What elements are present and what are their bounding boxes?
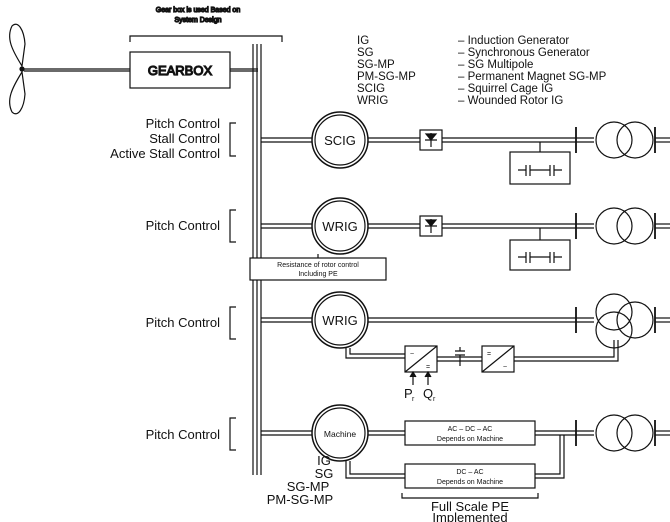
legend-desc-wrig: – Wounded Rotor IG	[458, 95, 563, 107]
machine-type-pm-sg-mp: PM-SG-MP	[267, 492, 333, 507]
row2-bracket	[229, 209, 236, 243]
row4-generator-label: Machine	[324, 429, 356, 439]
row2-transformer-b	[616, 207, 654, 245]
svg-text:=: =	[487, 351, 491, 358]
legend-desc-pm-sg-mp: – Permanent Magnet SG-MP	[458, 71, 607, 83]
gearbox-box	[129, 51, 231, 89]
legend-abbr-wrig: WRIG	[357, 95, 388, 107]
legend-abbr-scig: SCIG	[357, 83, 385, 95]
row2-generator-label: WRIG	[322, 219, 357, 234]
wrig-generator-1	[311, 197, 369, 255]
gearbox-note-line1: Gear box is used Based on	[156, 7, 241, 14]
legend-abbr-sg-mp: SG-MP	[357, 59, 395, 71]
legend-abbr-sg: SG	[357, 47, 374, 59]
full-scale-bracket	[401, 493, 539, 499]
legend-abbr-ig: IG	[357, 35, 369, 47]
row3-pr-sub: r	[412, 396, 415, 403]
row-full-scale: Pitch Control Machine AC – DC – AC Depen…	[146, 404, 670, 522]
row4-box2-line2: Depends on Machine	[437, 479, 503, 486]
gearbox-note-line2: System Design	[174, 17, 221, 24]
row1-control-3: Active Stall Control	[110, 146, 220, 161]
row2-note-line2: Including PE	[298, 271, 338, 278]
gearbox-note-bracket	[129, 35, 283, 42]
svg-text:=: =	[426, 364, 430, 371]
row2-transformer-a	[595, 207, 633, 245]
wrig-generator-2	[311, 291, 369, 349]
svg-text:~: ~	[503, 364, 507, 371]
row4-box2-line1: DC – AC	[456, 469, 483, 476]
row3-transformer-c	[595, 311, 633, 349]
footer-line1: Full Scale PE	[431, 499, 509, 514]
row1-control-1: Pitch Control	[146, 116, 221, 131]
machine-type-ig: IG	[317, 453, 331, 468]
gearbox-label: GEARBOX	[148, 63, 213, 78]
row2-capacitor-bank	[509, 239, 571, 271]
machine-generator	[311, 404, 369, 462]
row-scig: Pitch Control Stall Control Active Stall…	[110, 111, 670, 185]
dc-link-capacitor	[455, 347, 465, 366]
row3-pr-label: P	[404, 386, 413, 401]
svg-text:~: ~	[410, 351, 414, 358]
row1-bracket	[229, 122, 236, 157]
legend-abbr-pm-sg-mp: PM-SG-MP	[357, 71, 416, 83]
wind-rotor-blades	[9, 23, 26, 115]
row3-generator-label: WRIG	[322, 313, 357, 328]
dc-ac-converter	[404, 463, 536, 489]
row1-transformer-a	[595, 121, 633, 159]
legend: IG – Induction Generator SG – Synchronou…	[357, 35, 607, 107]
scig-generator	[311, 111, 369, 169]
row3-control-1: Pitch Control	[146, 315, 221, 330]
legend-desc-ig: – Induction Generator	[458, 35, 569, 47]
row4-box1-line2: Depends on Machine	[437, 436, 503, 443]
legend-desc-sg: – Synchronous Generator	[458, 47, 590, 59]
row1-generator-label: SCIG	[324, 133, 356, 148]
row3-bracket	[229, 306, 236, 340]
row1-capacitor-bank	[509, 151, 571, 185]
ac-dc-ac-converter	[404, 420, 536, 446]
row2-control-1: Pitch Control	[146, 218, 221, 233]
row1-transformer-b	[616, 121, 654, 159]
row1-control-2: Stall Control	[149, 131, 220, 146]
footer-line2: Implemented	[432, 510, 507, 522]
row4-transformer-b	[616, 414, 654, 452]
row4-control-1: Pitch Control	[146, 427, 221, 442]
machine-type-sg-mp: SG-MP	[287, 479, 330, 494]
row3-transformer-a	[595, 293, 633, 331]
row3-transformer-b	[616, 301, 654, 339]
row3-qr-label: Q	[423, 386, 433, 401]
row4-bracket	[229, 417, 236, 451]
legend-desc-sg-mp: – SG Multipole	[458, 59, 533, 71]
legend-desc-scig: – Squirrel Cage IG	[458, 83, 553, 95]
row4-transformer-a	[595, 414, 633, 452]
row-wrig-dfig: Pitch Control WRIG ~ = = ~ P r Q r	[146, 291, 670, 403]
row3-qr-sub: r	[433, 396, 436, 403]
row2-note-line1: Resistance of rotor control	[277, 262, 359, 269]
row-wrig-resistance: Pitch Control WRIG Resistance of rotor c…	[146, 197, 670, 281]
machine-type-sg: SG	[315, 466, 334, 481]
row4-box1-line1: AC – DC – AC	[448, 426, 493, 433]
